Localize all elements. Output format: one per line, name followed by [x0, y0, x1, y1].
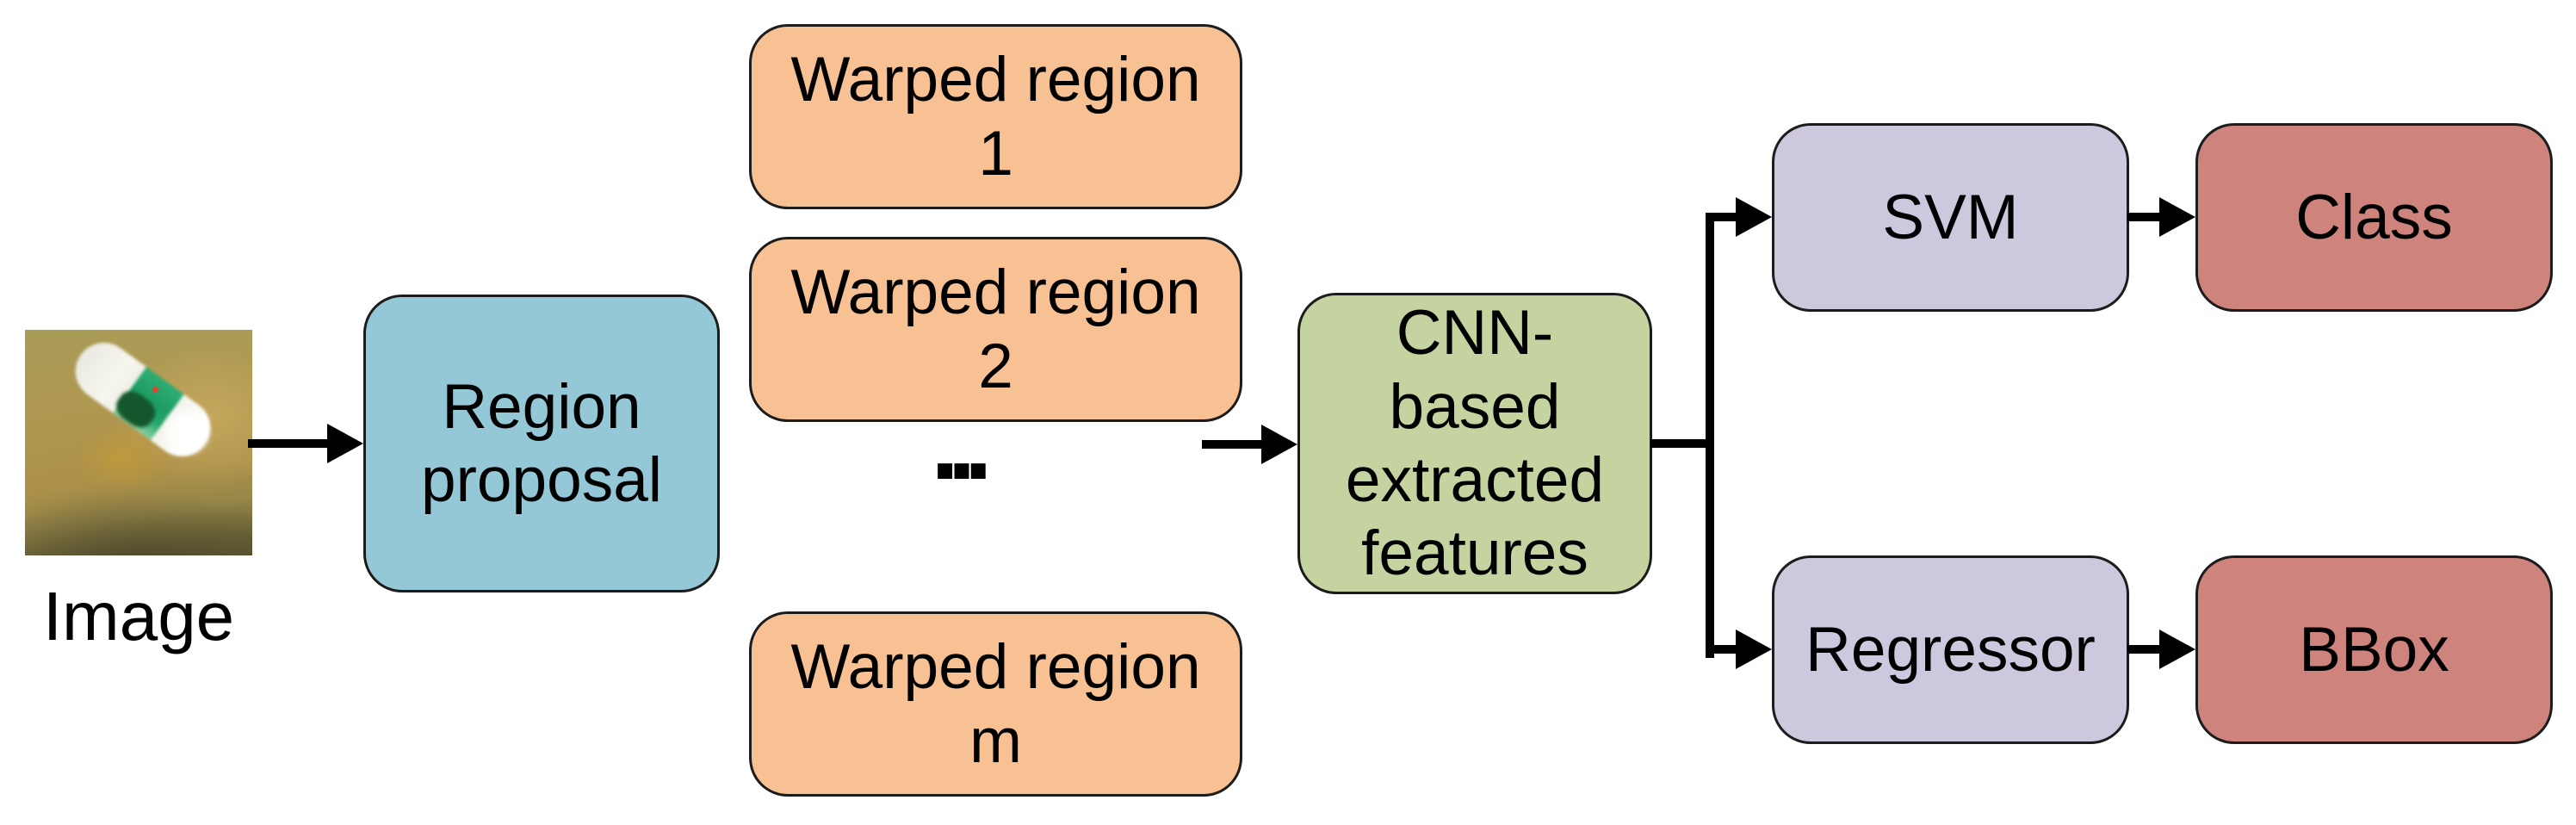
arrowhead-icon [1736, 197, 1772, 237]
node-label-line: Region [442, 371, 641, 442]
arrow-regressor-to-bbox [2127, 645, 2161, 654]
node-label: Warped region 2 [790, 256, 1200, 403]
node-label-line: extracted [1345, 445, 1605, 515]
node-label-line: m [969, 705, 1022, 776]
node-label-line: 2 [978, 331, 1013, 401]
node-warped-region-2: Warped region 2 [749, 237, 1242, 422]
node-bbox-output: BBox [2195, 555, 2553, 744]
arrow-image-to-regionproposal [248, 439, 329, 448]
arrow-branch-to-svm [1706, 213, 1737, 221]
arrowhead-icon [2159, 630, 2195, 669]
arrow-svm-to-class [2127, 213, 2161, 221]
image-caption: Image [42, 578, 235, 654]
node-cnn-features: CNN- based extracted features [1297, 293, 1652, 594]
node-label: BBox [2299, 614, 2449, 685]
node-label-line: Warped region [790, 257, 1201, 328]
node-label: Warped region m [790, 630, 1200, 778]
node-warped-region-1: Warped region 1 [749, 24, 1242, 209]
node-warped-region-m: Warped region m [749, 611, 1242, 797]
node-label-line: CNN- [1396, 298, 1554, 369]
node-label-line: proposal [420, 445, 663, 515]
node-label: CNN- based extracted features [1346, 296, 1604, 591]
node-class-output: Class [2195, 123, 2553, 312]
water-shadow [25, 492, 252, 555]
arrowhead-icon [1736, 630, 1772, 669]
arrow-branch-to-regressor [1706, 645, 1737, 654]
connector-cnn-out [1650, 439, 1710, 448]
arrowhead-icon [327, 424, 363, 463]
arrowhead-icon [2159, 197, 2195, 237]
connector-branch-vertical [1706, 213, 1714, 658]
node-label-line: features [1361, 518, 1588, 589]
node-regressor: Regressor [1772, 555, 2129, 744]
node-label: SVM [1882, 182, 2019, 252]
node-label: Class [2295, 182, 2453, 252]
node-label-line: based [1389, 371, 1561, 442]
node-label: Region proposal [421, 370, 662, 518]
node-svm: SVM [1772, 123, 2129, 312]
arrow-warped-to-cnn [1202, 440, 1263, 449]
arrowhead-icon [1261, 425, 1297, 464]
node-label: Warped region 1 [790, 43, 1200, 190]
node-region-proposal: Region proposal [363, 295, 720, 592]
node-label-line: Warped region [790, 45, 1201, 115]
node-label-line: 1 [978, 118, 1013, 189]
node-label: Regressor [1805, 614, 2096, 685]
node-label-line: Warped region [790, 632, 1201, 703]
input-image-thumbnail [25, 330, 252, 555]
warped-regions-ellipsis: ... [930, 386, 993, 501]
bottle-cap-dot [152, 387, 158, 393]
